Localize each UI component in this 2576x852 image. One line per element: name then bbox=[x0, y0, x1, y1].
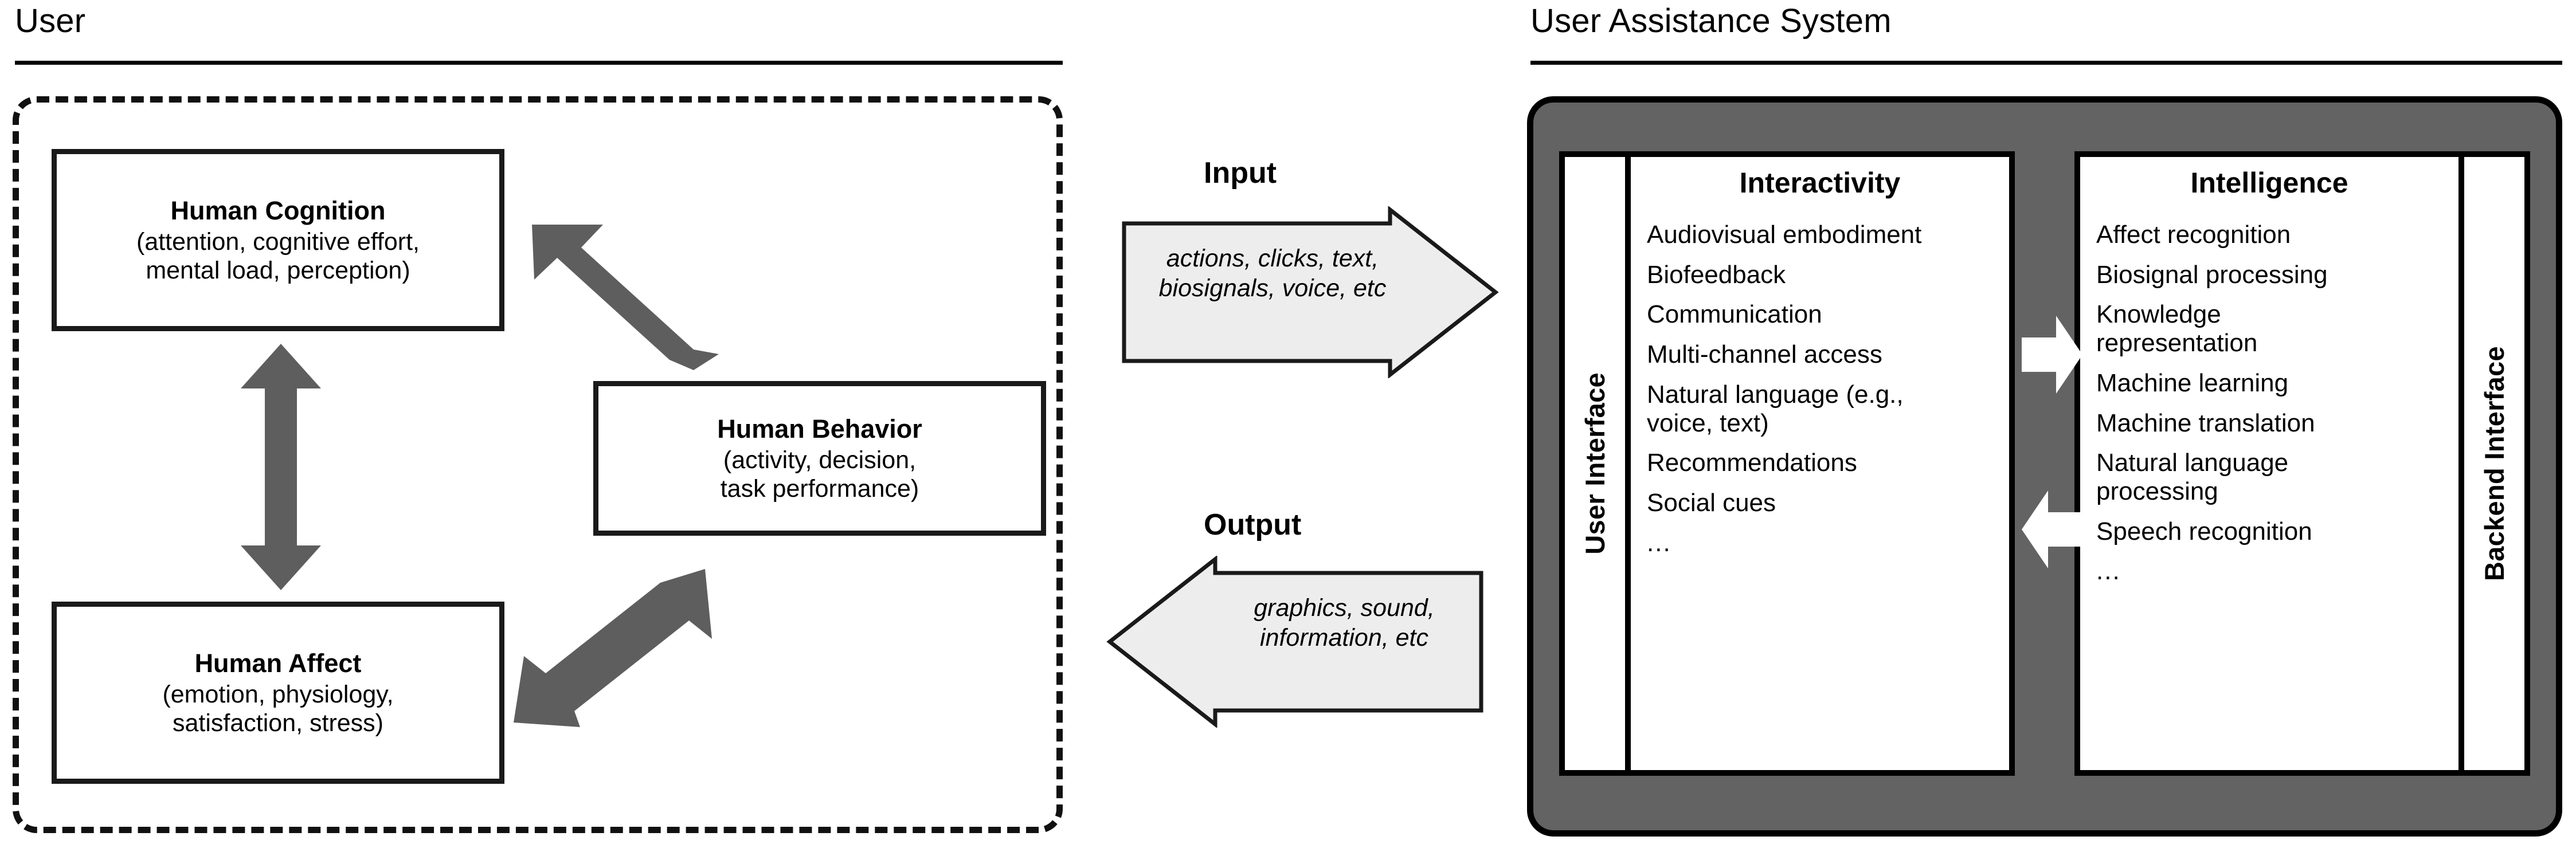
user-section-title: User bbox=[15, 2, 86, 40]
list-item: Natural language processing bbox=[2096, 449, 2289, 506]
output-arrow-icon bbox=[1106, 556, 1485, 728]
interactivity-column: Interactivity Audiovisual embodiment Bio… bbox=[1631, 157, 2009, 770]
cognition-behavior-arrow-icon bbox=[504, 206, 734, 378]
list-item: Natural language (e.g., voice, text) bbox=[1647, 380, 1904, 437]
human-behavior-title: Human Behavior bbox=[717, 414, 922, 443]
user-interface-label: User Interface bbox=[1580, 372, 1610, 555]
cognition-affect-arrow-icon bbox=[229, 344, 332, 590]
human-cognition-box: Human Cognition (attention, cognitive ef… bbox=[52, 149, 504, 331]
intelligence-list: Affect recognition Biosignal processing … bbox=[2080, 221, 2458, 597]
list-item: Biosignal processing bbox=[2096, 260, 2328, 289]
output-description: graphics, sound, information, etc bbox=[1254, 594, 1435, 652]
list-item: Machine learning bbox=[2096, 368, 2289, 397]
output-label: Output bbox=[1204, 508, 1302, 541]
human-cognition-title: Human Cognition bbox=[170, 195, 386, 225]
backend-interface-group: Intelligence Affect recognition Biosigna… bbox=[2074, 151, 2530, 776]
user-assistance-system-panel: User Interface Interactivity Audiovisual… bbox=[1527, 96, 2562, 837]
list-item: Affect recognition bbox=[2096, 221, 2291, 249]
human-affect-title: Human Affect bbox=[194, 648, 362, 678]
list-item-ellipsis: ... bbox=[2096, 557, 2121, 586]
list-item: Multi-channel access bbox=[1647, 340, 1882, 369]
list-item: Knowledge representation bbox=[2096, 300, 2258, 358]
input-label: Input bbox=[1204, 156, 1277, 190]
input-arrow-icon bbox=[1121, 206, 1499, 378]
list-item: Biofeedback bbox=[1647, 260, 1786, 289]
list-item: Machine translation bbox=[2096, 409, 2315, 437]
list-item: Social cues bbox=[1647, 489, 1776, 517]
interactivity-title: Interactivity bbox=[1739, 167, 1901, 199]
intelligence-title: Intelligence bbox=[2190, 167, 2348, 199]
input-description: actions, clicks, text, biosignals, voice… bbox=[1158, 245, 1387, 303]
user-interface-strip: User Interface bbox=[1565, 157, 1631, 770]
user-section-rule bbox=[15, 61, 1063, 65]
human-behavior-box: Human Behavior (activity, decision, task… bbox=[593, 381, 1046, 536]
backend-interface-label: Backend Interface bbox=[2479, 346, 2510, 581]
human-behavior-subtitle: (activity, decision, task performance) bbox=[720, 446, 919, 502]
list-item: Communication bbox=[1647, 300, 1822, 329]
assistance-section-rule bbox=[1530, 61, 2562, 65]
list-item-ellipsis: ... bbox=[1647, 528, 1671, 557]
backend-interface-strip: Backend Interface bbox=[2458, 157, 2524, 770]
interactivity-to-intelligence-arrow-icon bbox=[2021, 315, 2084, 395]
user-interface-group: User Interface Interactivity Audiovisual… bbox=[1559, 151, 2015, 776]
intelligence-column: Intelligence Affect recognition Biosigna… bbox=[2080, 157, 2458, 770]
list-item: Speech recognition bbox=[2096, 517, 2312, 545]
human-affect-box: Human Affect (emotion, physiology, satis… bbox=[52, 602, 504, 784]
list-item: Audiovisual embodiment bbox=[1647, 221, 1922, 249]
list-item: Recommendations bbox=[1647, 449, 1857, 477]
human-cognition-subtitle: (attention, cognitive effort, mental loa… bbox=[136, 227, 420, 284]
intelligence-to-interactivity-arrow-icon bbox=[2021, 489, 2084, 570]
affect-behavior-arrow-icon bbox=[510, 564, 739, 731]
assistance-section-title: User Assistance System bbox=[1530, 2, 1892, 40]
human-affect-subtitle: (emotion, physiology, satisfaction, stre… bbox=[162, 680, 394, 737]
interactivity-list: Audiovisual embodiment Biofeedback Commu… bbox=[1631, 221, 2009, 568]
